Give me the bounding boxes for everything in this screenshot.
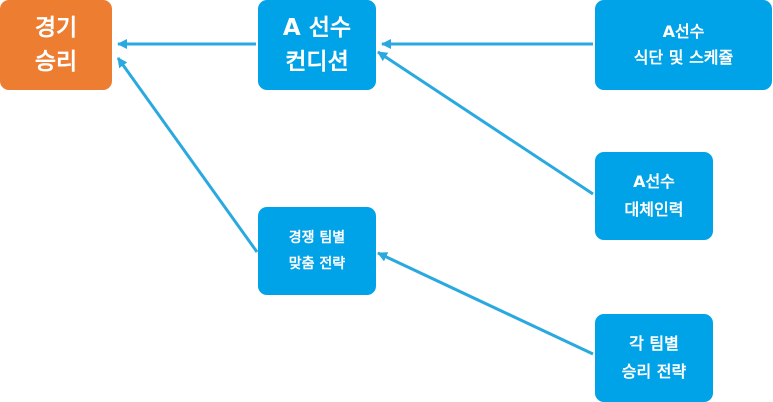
- arrow-matchup-to-victory: [116, 57, 259, 253]
- node-team-winning-strategy: 각 팀별 승리 전략: [595, 314, 713, 402]
- node-player-a-substitute: A선수 대체인력: [595, 152, 713, 240]
- node-matchup-strategy-line2: 맞춤 전략: [288, 256, 346, 272]
- node-team-winning-strategy-line2: 승리 전략: [621, 362, 687, 381]
- node-game-victory-line1: 경기: [34, 15, 78, 41]
- node-player-a-diet-schedule-line1: A선수: [662, 22, 705, 41]
- node-game-victory-line2: 승리: [34, 49, 78, 75]
- node-player-a-condition-line1: A 선수: [282, 15, 352, 41]
- node-player-a-condition: A 선수 컨디션: [258, 0, 376, 90]
- arrow-team-strategy-to-matchup: [377, 251, 594, 356]
- arrow-substitute-to-condition: [377, 50, 594, 196]
- node-matchup-strategy-line1: 경쟁 팀별: [288, 230, 346, 246]
- node-player-a-diet-schedule: A선수 식단 및 스케쥴: [595, 0, 772, 90]
- node-game-victory: 경기 승리: [0, 0, 112, 90]
- node-matchup-strategy: 경쟁 팀별 맞춤 전략: [258, 207, 376, 295]
- node-player-a-substitute-line1: A선수: [633, 172, 675, 191]
- node-player-a-condition-line2: 컨디션: [285, 49, 349, 75]
- node-player-a-substitute-line2: 대체인력: [624, 200, 684, 219]
- node-player-a-diet-schedule-line2: 식단 및 스케쥴: [633, 48, 734, 67]
- node-team-winning-strategy-line1: 각 팀별: [629, 334, 679, 353]
